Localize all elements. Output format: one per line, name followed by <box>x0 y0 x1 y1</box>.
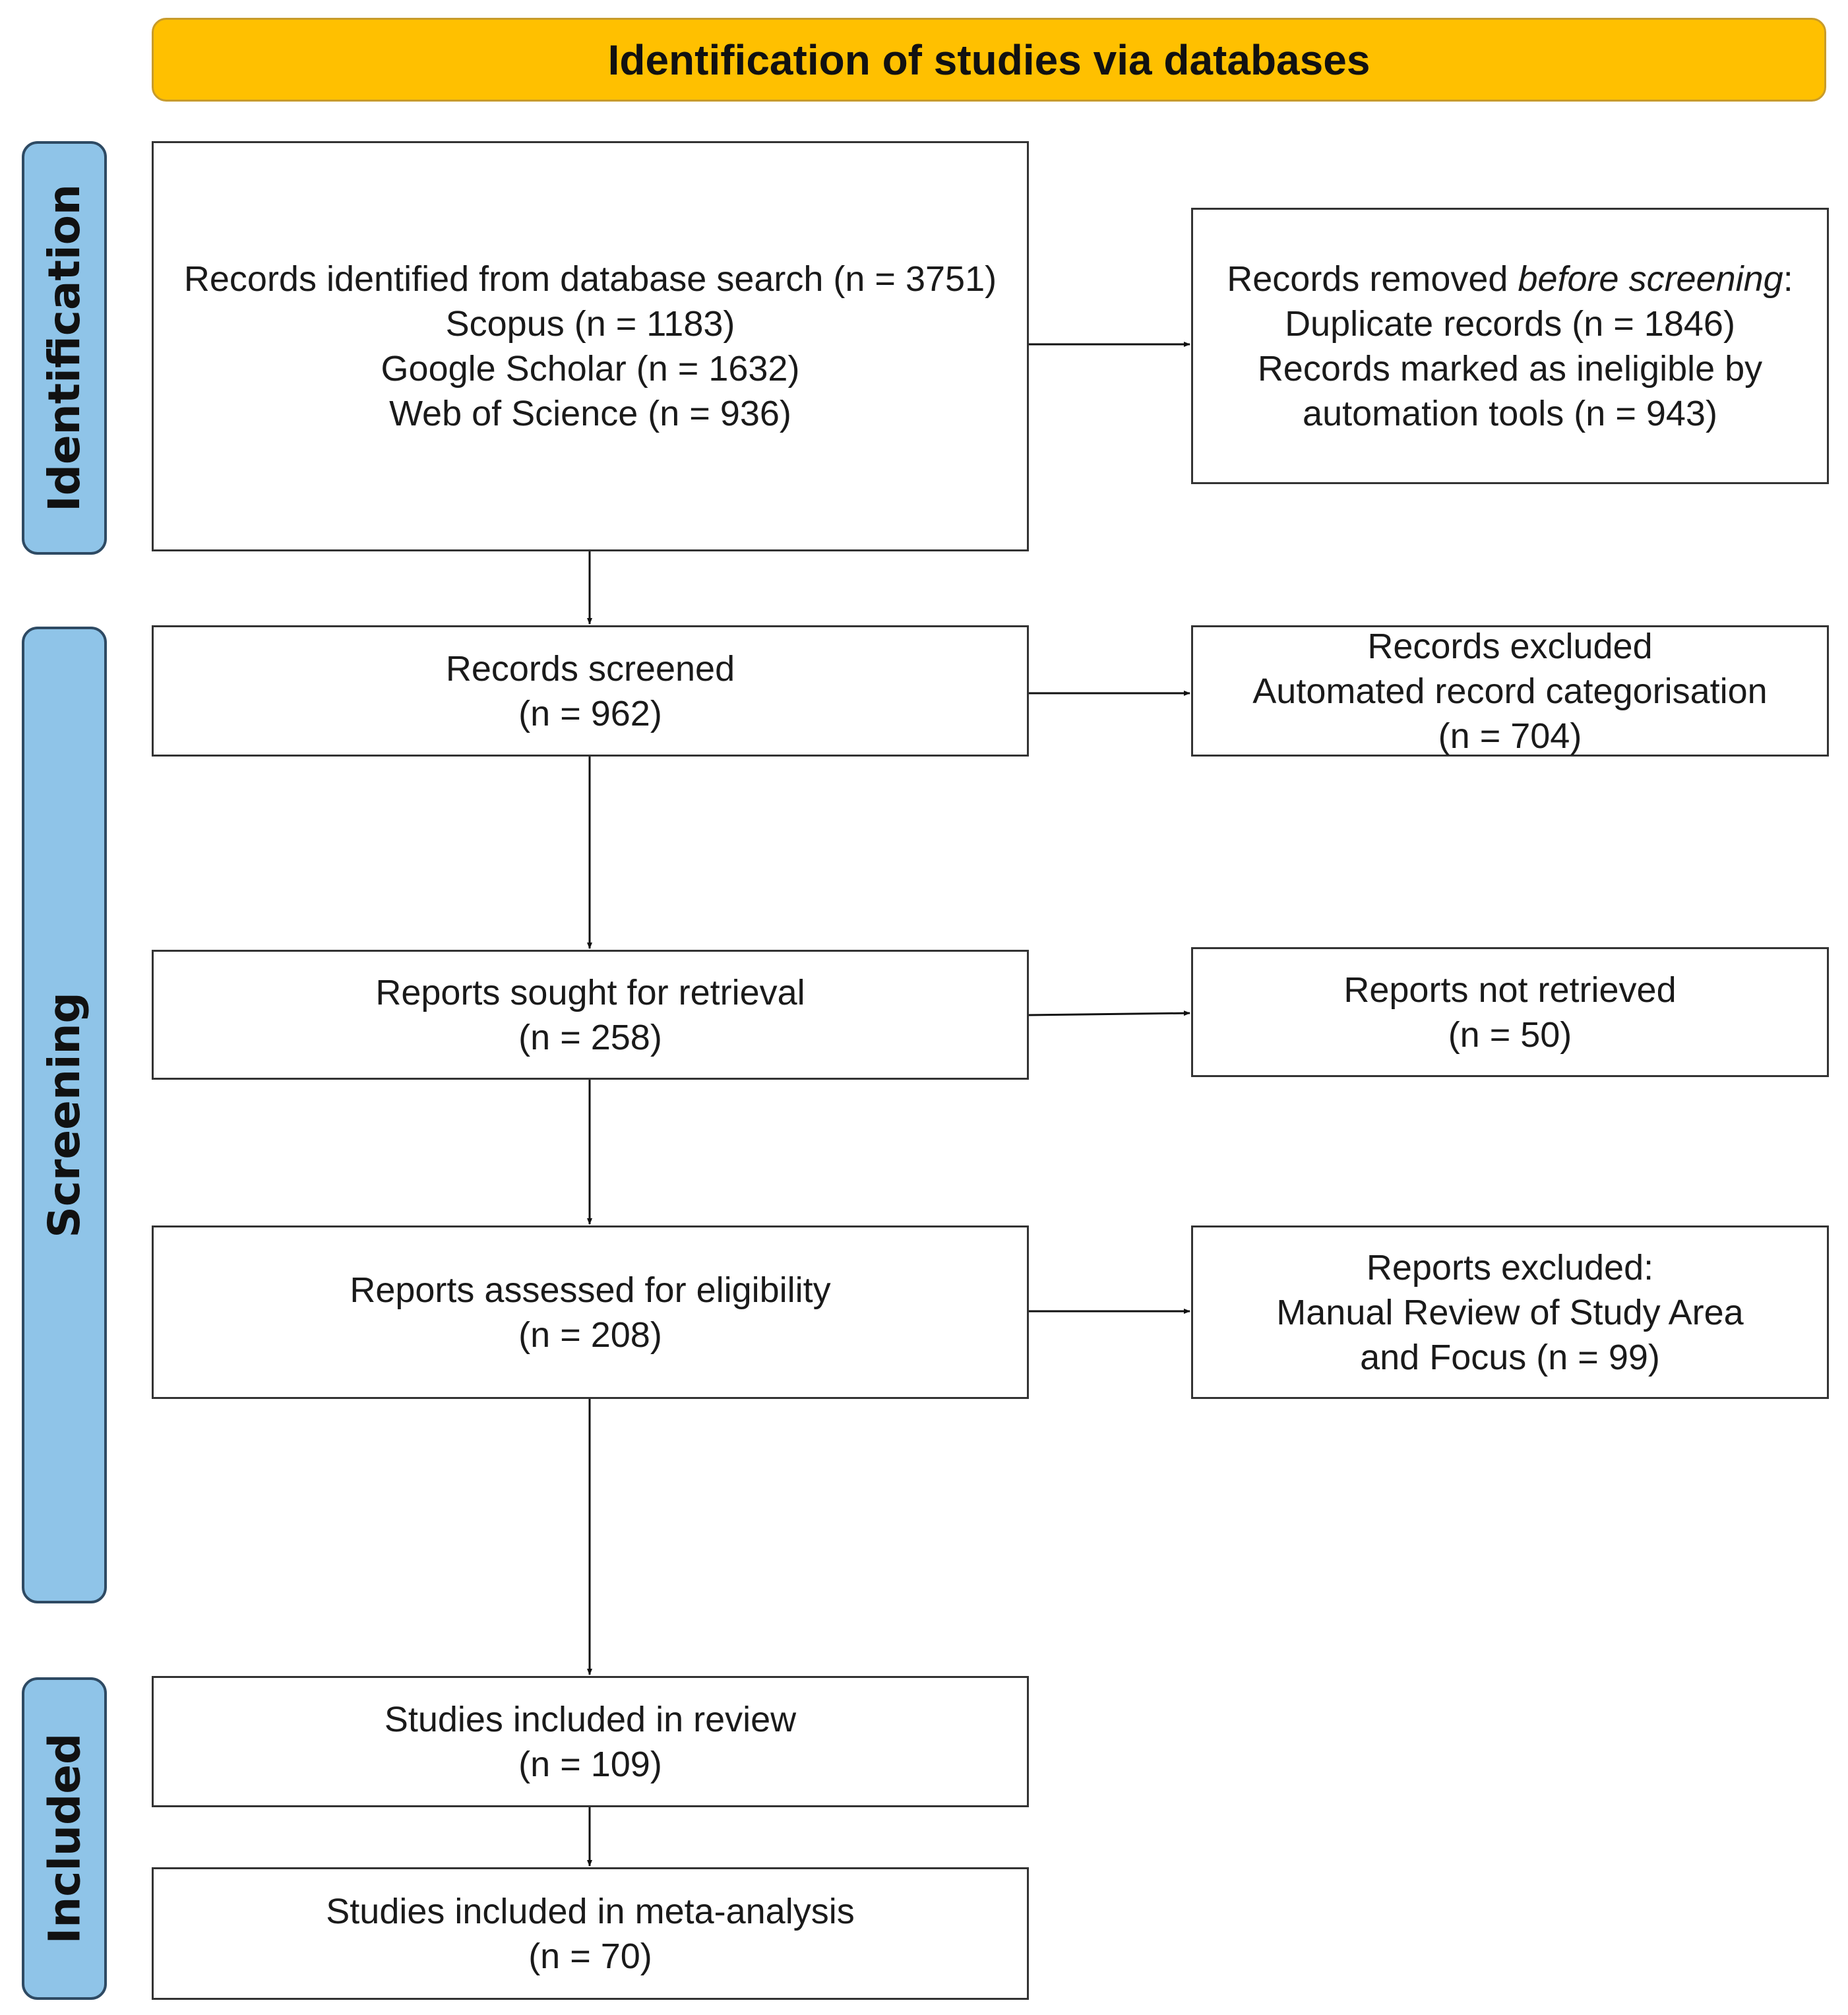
text-line: Scopus (n = 1183) <box>445 304 735 344</box>
text-line: (n = 50) <box>1448 1014 1572 1055</box>
phase-identification: Identification <box>22 141 107 555</box>
text-line: Studies included in meta-analysis <box>326 1891 855 1931</box>
box-reports-excluded: Reports excluded: Manual Review of Study… <box>1191 1225 1829 1399</box>
box-studies-included: Studies included in review (n = 109) <box>152 1676 1029 1807</box>
text-line: Reports excluded: <box>1366 1247 1654 1287</box>
text-line: (n = 258) <box>518 1017 662 1057</box>
text-line: (n = 962) <box>518 693 662 733</box>
box-records-screened: Records screened (n = 962) <box>152 625 1029 757</box>
text-line: and Focus (n = 99) <box>1360 1337 1660 1377</box>
text-line: (n = 704) <box>1438 716 1582 756</box>
box-reports-not-retrieved: Reports not retrieved (n = 50) <box>1191 947 1829 1077</box>
text-line: Google Scholar (n = 1632) <box>381 349 800 388</box>
text-line: (n = 70) <box>528 1936 652 1976</box>
box-records-excluded: Records excluded Automated record catego… <box>1191 625 1829 757</box>
box-records-removed: Records removed before screening: Duplic… <box>1191 208 1829 484</box>
text-line: Automated record categorisation <box>1252 671 1768 711</box>
text-line: (n = 109) <box>518 1744 662 1784</box>
text-prefix: Records removed <box>1227 259 1518 299</box>
text-line: Reports sought for retrieval <box>375 972 805 1012</box>
phase-included: Included <box>22 1677 107 2000</box>
text-line: automation tools (n = 943) <box>1303 393 1717 433</box>
text-line: Records excluded <box>1367 626 1653 666</box>
text-line: Records removed before screening: <box>1227 257 1793 301</box>
phase-screening: Screening <box>22 627 107 1603</box>
text-line: Records identified from database search … <box>183 259 997 299</box>
text-line: (n = 208) <box>518 1315 662 1355</box>
arrow-right <box>1028 1010 1190 1016</box>
text-line: Duplicate records (n = 1846) <box>1285 303 1735 344</box>
text-italic: before screening <box>1518 259 1783 299</box>
box-reports-sought: Reports sought for retrieval (n = 258) <box>152 950 1029 1080</box>
text-line: Records screened <box>445 648 735 689</box>
text-line: Records marked as ineligible by <box>1257 348 1763 388</box>
box-reports-assessed: Reports assessed for eligibility (n = 20… <box>152 1225 1029 1399</box>
text-line: Manual Review of Study Area <box>1276 1292 1744 1332</box>
text-line: Studies included in review <box>384 1699 797 1739</box>
header-banner: Identification of studies via databases <box>152 18 1826 102</box>
text-line: Web of Science (n = 936) <box>389 394 791 433</box>
text-line: Reports assessed for eligibility <box>350 1270 831 1310</box>
box-records-identified: Records identified from database search … <box>152 141 1029 551</box>
box-meta-analysis: Studies included in meta-analysis (n = 7… <box>152 1867 1029 2000</box>
text-line: Reports not retrieved <box>1343 970 1677 1010</box>
text-suffix: : <box>1783 259 1793 299</box>
